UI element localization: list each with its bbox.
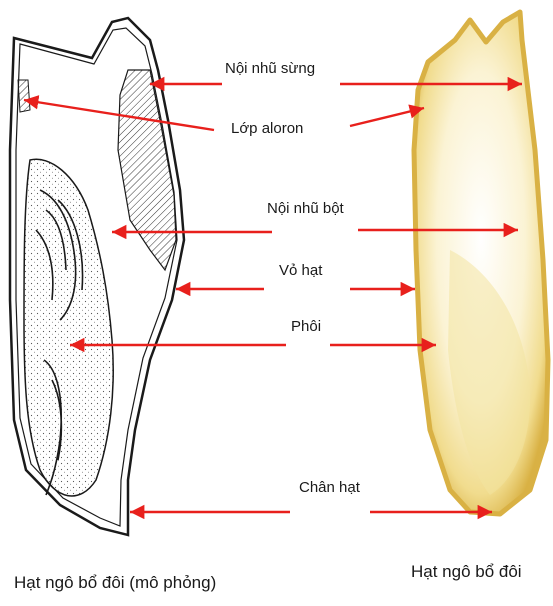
caption-simulated-kernel: Hạt ngô bổ đôi (mô phỏng)	[14, 573, 216, 593]
caption-real-kernel: Hạt ngô bổ đôi	[411, 562, 522, 582]
label-lop-aloron: Lớp aloron	[228, 120, 306, 137]
aleurone-region	[18, 80, 30, 112]
label-noi-nhu-bot: Nội nhũ bột	[264, 200, 347, 217]
simulated-kernel	[10, 18, 184, 535]
label-chan-hat: Chân hạt	[296, 479, 363, 496]
label-noi-nhu-sung: Nội nhũ sừng	[222, 60, 318, 77]
real-kernel	[414, 12, 548, 514]
label-phoi: Phôi	[288, 318, 324, 335]
arrow-lop-aloron-right	[350, 108, 424, 126]
label-vo-hat: Vỏ hạt	[276, 262, 325, 279]
